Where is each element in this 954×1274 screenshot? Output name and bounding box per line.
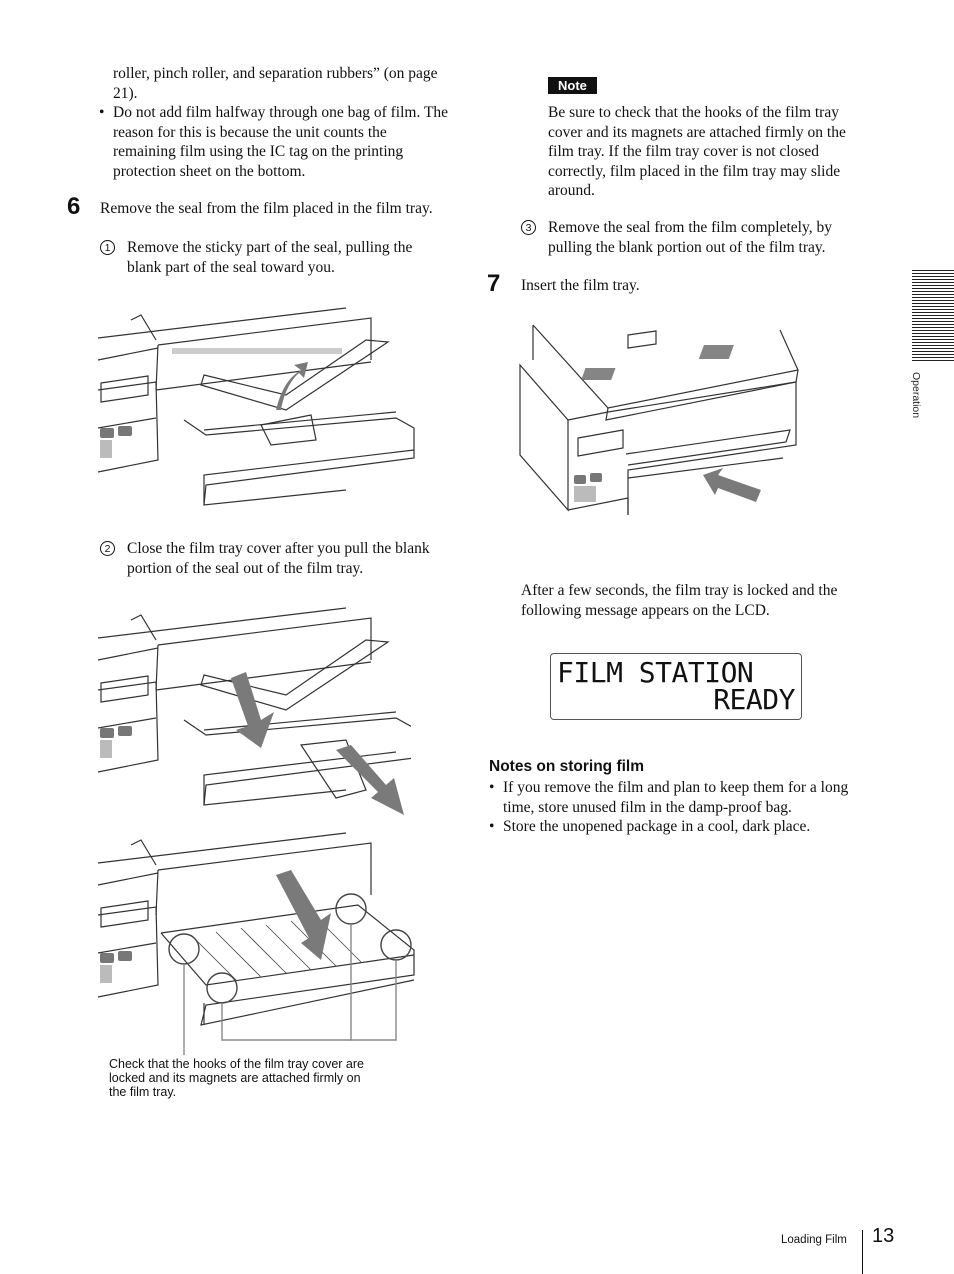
note-label: Note xyxy=(548,77,597,94)
substep-1: 1 Remove the sticky part of the seal, pu… xyxy=(100,238,445,277)
substep-2: 2 Close the film tray cover after you pu… xyxy=(100,539,445,578)
list-item: • Do not add film halfway through one ba… xyxy=(99,103,449,181)
substep-marker: 1 xyxy=(100,240,115,255)
step-7-text: Insert the film tray. xyxy=(521,277,640,294)
substep-3: 3 Remove the seal from the film complete… xyxy=(521,218,866,257)
step-6-text: Remove the seal from the film placed in … xyxy=(100,200,433,217)
lcd-line-2: READY xyxy=(713,683,795,716)
substep-text: Remove the sticky part of the seal, pull… xyxy=(127,239,413,276)
note-badge: Note xyxy=(548,77,597,95)
film-tray-closed-illustration xyxy=(97,832,415,1055)
lcd-line-1: FILM STATION xyxy=(557,656,754,689)
bullet-text: Store the unopened package in a cool, da… xyxy=(503,818,811,835)
bullet-marker: • xyxy=(99,104,105,121)
storing-heading: Notes on storing film xyxy=(489,758,644,775)
side-tab: Operation xyxy=(908,372,928,432)
step-number-7: 7 xyxy=(487,270,501,297)
substep-text: Remove the seal from the film completely… xyxy=(548,219,832,256)
after-insert-text: After a few seconds, the film tray is lo… xyxy=(521,582,838,619)
footer-section-label: Loading Film xyxy=(781,1234,847,1246)
side-tab-stripes xyxy=(912,270,954,362)
page-number: 13 xyxy=(872,1225,895,1247)
continued-paragraph: roller, pinch roller, and separation rub… xyxy=(113,65,438,102)
list-item: • Store the unopened package in a cool, … xyxy=(489,818,811,835)
substep-text: Close the film tray cover after you pull… xyxy=(127,540,430,577)
side-tab-label: Operation xyxy=(910,372,922,419)
lcd-display: FILM STATION READY xyxy=(550,653,802,720)
substep-marker: 2 xyxy=(100,541,115,556)
film-tray-open-illustration xyxy=(97,307,415,506)
bullet-text: Do not add film halfway through one bag … xyxy=(113,104,449,180)
substep-marker: 3 xyxy=(521,220,536,235)
insert-film-tray-illustration xyxy=(519,324,799,515)
note-text: Be sure to check that the hooks of the f… xyxy=(548,104,846,199)
film-tray-close-illustration xyxy=(97,607,411,815)
bullet-text: If you remove the film and plan to keep … xyxy=(503,779,849,816)
figure-caption: Check that the hooks of the film tray co… xyxy=(109,1057,364,1099)
footer-divider xyxy=(862,1230,863,1274)
step-number-6: 6 xyxy=(67,193,81,220)
list-item: • If you remove the film and plan to kee… xyxy=(489,778,867,817)
